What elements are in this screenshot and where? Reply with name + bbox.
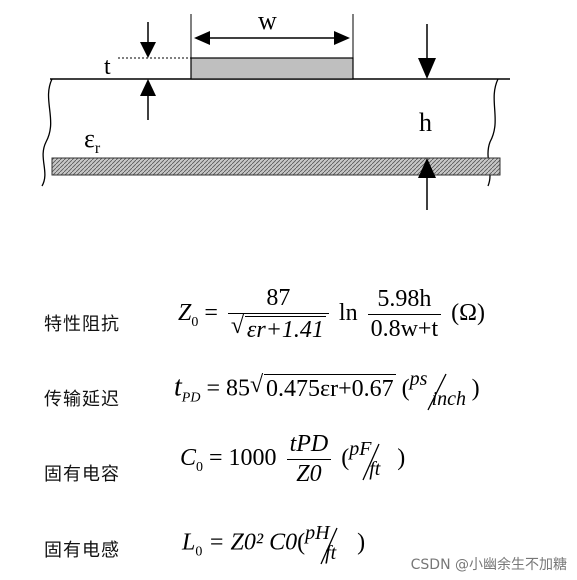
epsilon-r-label: εr [84, 124, 100, 158]
z0-subscript: 0 [191, 315, 199, 331]
impedance-fraction: 87 εr+1.41 [227, 285, 329, 343]
h-arrow-top-head [418, 58, 436, 79]
t-label: t [104, 54, 111, 80]
substrate-left-edge [41, 78, 53, 187]
delay-unit-paren-close: ) [471, 375, 480, 402]
ln-numerator: 5.98h [367, 286, 442, 316]
w-arrow-left [194, 31, 210, 45]
capacitance-fraction: tPD Z0 [286, 431, 332, 488]
cap-unit-paren-open: ( [341, 445, 350, 472]
formula-delay: tPD = 85 0.475εr+0.67 ( ps inch ) [174, 368, 480, 412]
delay-unit: ps inch [410, 368, 472, 412]
capacitance-unit-bottom: ft [369, 457, 381, 480]
delay-unit-bottom: inch [431, 388, 467, 410]
h-arrow-bottom-head [418, 158, 436, 178]
epsilon-subscript: r [94, 140, 101, 157]
cap-unit-paren-close: ) [397, 445, 406, 472]
formula-inductance: L0 = Z0² C0( pH ft ) [182, 522, 365, 566]
delay-coefficient: = 85 [206, 375, 250, 402]
capacitance-unit: pF ft [349, 438, 397, 482]
t-arrow-bottom-head [140, 79, 156, 96]
epsilon-symbol: ε [84, 124, 95, 153]
ground-plane [51, 157, 501, 176]
delay-radicand: 0.475εr+0.67 [264, 373, 396, 402]
label-capacitance: 固有电容 [44, 464, 120, 485]
h-label: h [419, 108, 432, 137]
impedance-sqrt: εr+1.41 [231, 314, 326, 344]
l0-subscript: 0 [195, 544, 203, 560]
impedance-radicand: εr+1.41 [244, 316, 326, 344]
capacitance-denominator: Z0 [296, 461, 322, 488]
l0-symbol: L [182, 529, 196, 556]
t-pd-symbol: t [174, 371, 182, 403]
watermark: CSDN @小幽余生不加糖 [410, 557, 567, 573]
ind-unit-paren-close: ) [357, 529, 366, 556]
capacitance-unit-top: pF [349, 437, 372, 460]
ohm-unit: (Ω) [451, 300, 485, 327]
microstrip-cross-section [41, 14, 510, 210]
signal-trace [190, 57, 354, 80]
z0-symbol: Z [178, 300, 192, 327]
ln-operator: ln [338, 300, 358, 327]
ln-fraction: 5.98h 0.8w+t [367, 286, 442, 343]
inductance-unit: pH ft [305, 522, 357, 566]
w-label: w [258, 6, 277, 35]
inductance-rhs: = Z0² C0 [208, 529, 298, 556]
inductance-unit-bottom: ft [325, 542, 337, 564]
ind-unit-paren-open: ( [297, 529, 306, 556]
w-arrow-right [334, 31, 350, 45]
delay-unit-top: ps [409, 368, 428, 390]
c0-symbol: C [180, 445, 197, 472]
c0-subscript: 0 [196, 460, 204, 476]
impedance-numerator: 87 [227, 285, 329, 315]
capacitance-numerator: tPD [286, 431, 332, 461]
label-delay: 传输延迟 [44, 389, 120, 410]
delay-unit-paren-open: ( [401, 375, 410, 402]
capacitance-coefficient: = 1000 [209, 445, 277, 472]
ln-denominator: 0.8w+t [370, 316, 439, 343]
equals-sign: = [204, 300, 224, 327]
inductance-unit-top: pH [305, 522, 330, 544]
formula-capacitance: C0 = 1000 tPD Z0 ( pF ft ) [180, 431, 406, 488]
label-inductance: 固有电感 [44, 540, 120, 561]
t-arrow-top-head [140, 42, 156, 58]
impedance-denominator: εr+1.41 [228, 314, 329, 343]
delay-sqrt: 0.475εr+0.67 [250, 372, 396, 403]
t-pd-subscript: PD [181, 390, 201, 406]
label-impedance: 特性阻抗 [44, 314, 120, 335]
formula-impedance: Z0 = 87 εr+1.41 ln 5.98h 0.8w+t (Ω) [178, 285, 485, 343]
